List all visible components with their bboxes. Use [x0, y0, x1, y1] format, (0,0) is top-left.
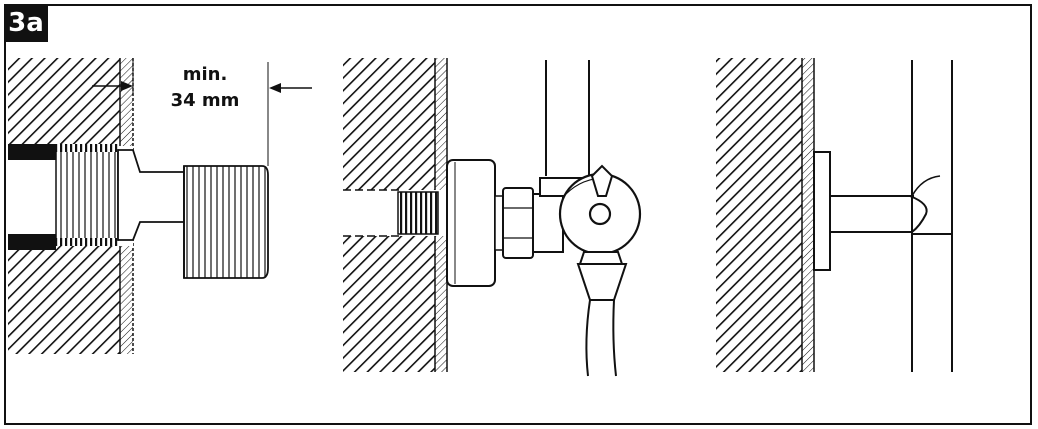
dimension-label-line2: 34 mm [170, 90, 240, 111]
dimension-arrow-right [269, 83, 281, 93]
fitting-nut [183, 165, 269, 279]
valve-body [532, 193, 564, 253]
hose-right-edge [612, 299, 617, 377]
panel-2-valve-installation [343, 58, 642, 377]
panel-1-wall-cross-section [8, 58, 312, 354]
valve-center-hole [588, 202, 612, 226]
threaded-connection [397, 191, 439, 235]
figure-label: 3a [4, 4, 48, 42]
wall-hatch-upper [343, 58, 435, 190]
hose-connector [576, 263, 628, 301]
dimension-label-line1: min. [182, 64, 228, 85]
wall-hatch [716, 58, 802, 372]
dimension-label: min. 34 mm [150, 62, 260, 114]
plaster-layer [802, 58, 814, 372]
wall-hatch-lower [343, 236, 435, 372]
fitting-body [117, 149, 185, 241]
dimension-arrow-left [121, 81, 133, 91]
panel-3-finished-installation [716, 58, 953, 372]
wall-rosette [813, 151, 831, 271]
figure-frame [4, 4, 1032, 425]
hose-left-edge [585, 299, 591, 377]
valve-lever [590, 164, 614, 197]
pipe-wall-bottom [8, 234, 56, 250]
pipe-wall-top [8, 144, 56, 160]
threaded-socket [55, 149, 119, 241]
compression-nut [502, 187, 534, 259]
wall-hatch-lower [8, 246, 120, 354]
wall-rosette [446, 159, 496, 287]
wall-hatch-upper [8, 58, 120, 146]
